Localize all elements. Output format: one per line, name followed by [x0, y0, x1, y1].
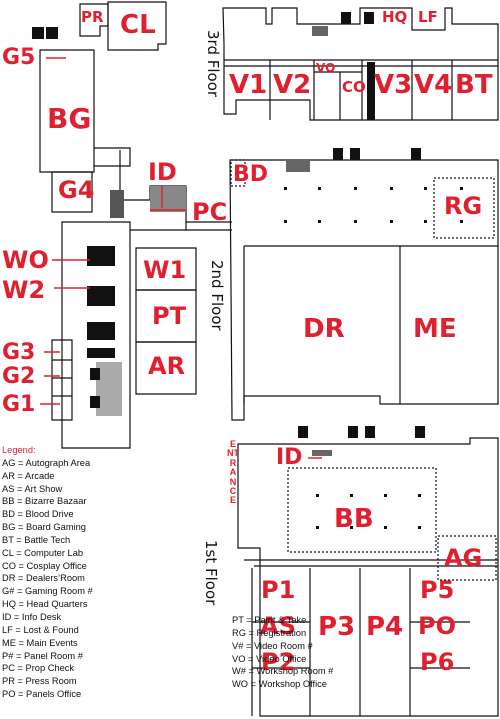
room-cl: CL	[120, 10, 156, 40]
room-p3: P3	[318, 612, 356, 642]
room-p2: P2	[261, 648, 296, 676]
room-g1: G1	[2, 392, 36, 417]
legend-item: P# = Panel Room #	[2, 650, 83, 661]
second-floor-label: 2nd Floor	[208, 260, 226, 331]
room-bt: BT	[455, 70, 493, 100]
legend-item: AG = Autograph Area	[2, 457, 91, 468]
legend-item: RG = Registration	[232, 627, 307, 638]
room-id-1st: ID	[276, 445, 303, 470]
legend-item: PO = Panels Office	[2, 689, 82, 700]
room-ar: AR	[148, 352, 186, 380]
room-g2: G2	[2, 364, 36, 389]
room-p5: P5	[420, 576, 455, 604]
room-po: PO	[418, 612, 456, 640]
room-dr: DR	[303, 314, 345, 344]
legend-right: PT = Paint & Take RG = Registration V# =…	[232, 614, 333, 691]
room-p6: P6	[420, 648, 455, 676]
left-wing-outline	[39, 1, 197, 449]
room-vo: VO	[316, 61, 336, 75]
room-g3: G3	[2, 340, 36, 365]
legend-left: Legend: AG = Autograph Area AR = Arcade …	[2, 444, 93, 701]
room-p1: P1	[261, 576, 296, 604]
third-floor-label: 3rd Floor	[204, 30, 222, 98]
room-bg: BG	[47, 102, 92, 135]
legend-item: WO = Workshop Office	[232, 679, 327, 690]
legend-item: VO = Video Office	[232, 653, 307, 664]
room-v2: V2	[273, 70, 312, 100]
room-rg: RG	[444, 192, 483, 220]
room-g5: G5	[2, 45, 36, 70]
legend-item: W# = Workshop Room #	[232, 666, 334, 677]
room-ag: AG	[444, 544, 483, 572]
legend-item: ID = Info Desk	[2, 611, 62, 622]
entrance-label: ENTRANCE	[227, 439, 239, 506]
legend-item: CL = Computer Lab	[2, 547, 84, 558]
legend-item: DR = Dealers’Room	[2, 573, 85, 584]
legend-item: G# = Gaming Room #	[2, 586, 93, 597]
legend-item: V# = Video Room #	[232, 640, 313, 651]
room-bd: BD	[233, 162, 269, 187]
room-as: AS	[260, 612, 296, 640]
room-pt: PT	[152, 302, 186, 330]
room-id-2nd: ID	[148, 158, 177, 186]
first-floor-label: 1st Floor	[202, 540, 220, 606]
room-v4: V4	[414, 70, 453, 100]
room-g4: G4	[58, 176, 95, 204]
legend-item: BG = Board Gaming	[2, 522, 86, 533]
legend-item: BD = Blood Drive	[2, 509, 74, 520]
room-w1: W1	[143, 256, 187, 284]
legend-item: PT = Paint & Take	[232, 615, 307, 625]
legend-item: PR = Press Room	[2, 676, 77, 687]
legend-item: BB = Bizarre Bazaar	[2, 496, 87, 507]
first-floor-outline	[237, 437, 499, 717]
room-hq: HQ	[382, 8, 408, 26]
legend-item: CO = Cosplay Office	[2, 560, 87, 571]
room-p4: P4	[366, 612, 404, 642]
legend-item: AR = Arcade	[2, 470, 55, 481]
third-floor-outline	[222, 7, 499, 121]
legend-item: LF = Lost & Found	[2, 624, 79, 635]
room-me: ME	[413, 314, 457, 344]
room-v1: V1	[229, 70, 268, 100]
legend-item: HQ = Head Quarters	[2, 599, 88, 610]
room-pc: PC	[192, 198, 228, 226]
legend-title: Legend:	[2, 445, 36, 455]
legend-item: AS = Art Show	[2, 483, 63, 494]
room-lf: LF	[418, 8, 438, 26]
second-floor-outline	[186, 159, 499, 421]
room-wo: WO	[2, 246, 49, 274]
room-bb: BB	[334, 504, 374, 534]
room-co: CO	[342, 78, 366, 96]
room-pr: PR	[81, 8, 104, 26]
legend-item: BT = Battle Tech	[2, 534, 71, 545]
legend-item: PC = Prop Check	[2, 663, 75, 674]
legend-item: ME = Main Events	[2, 637, 78, 648]
room-w2: W2	[2, 276, 46, 304]
room-v3: V3	[374, 70, 413, 100]
